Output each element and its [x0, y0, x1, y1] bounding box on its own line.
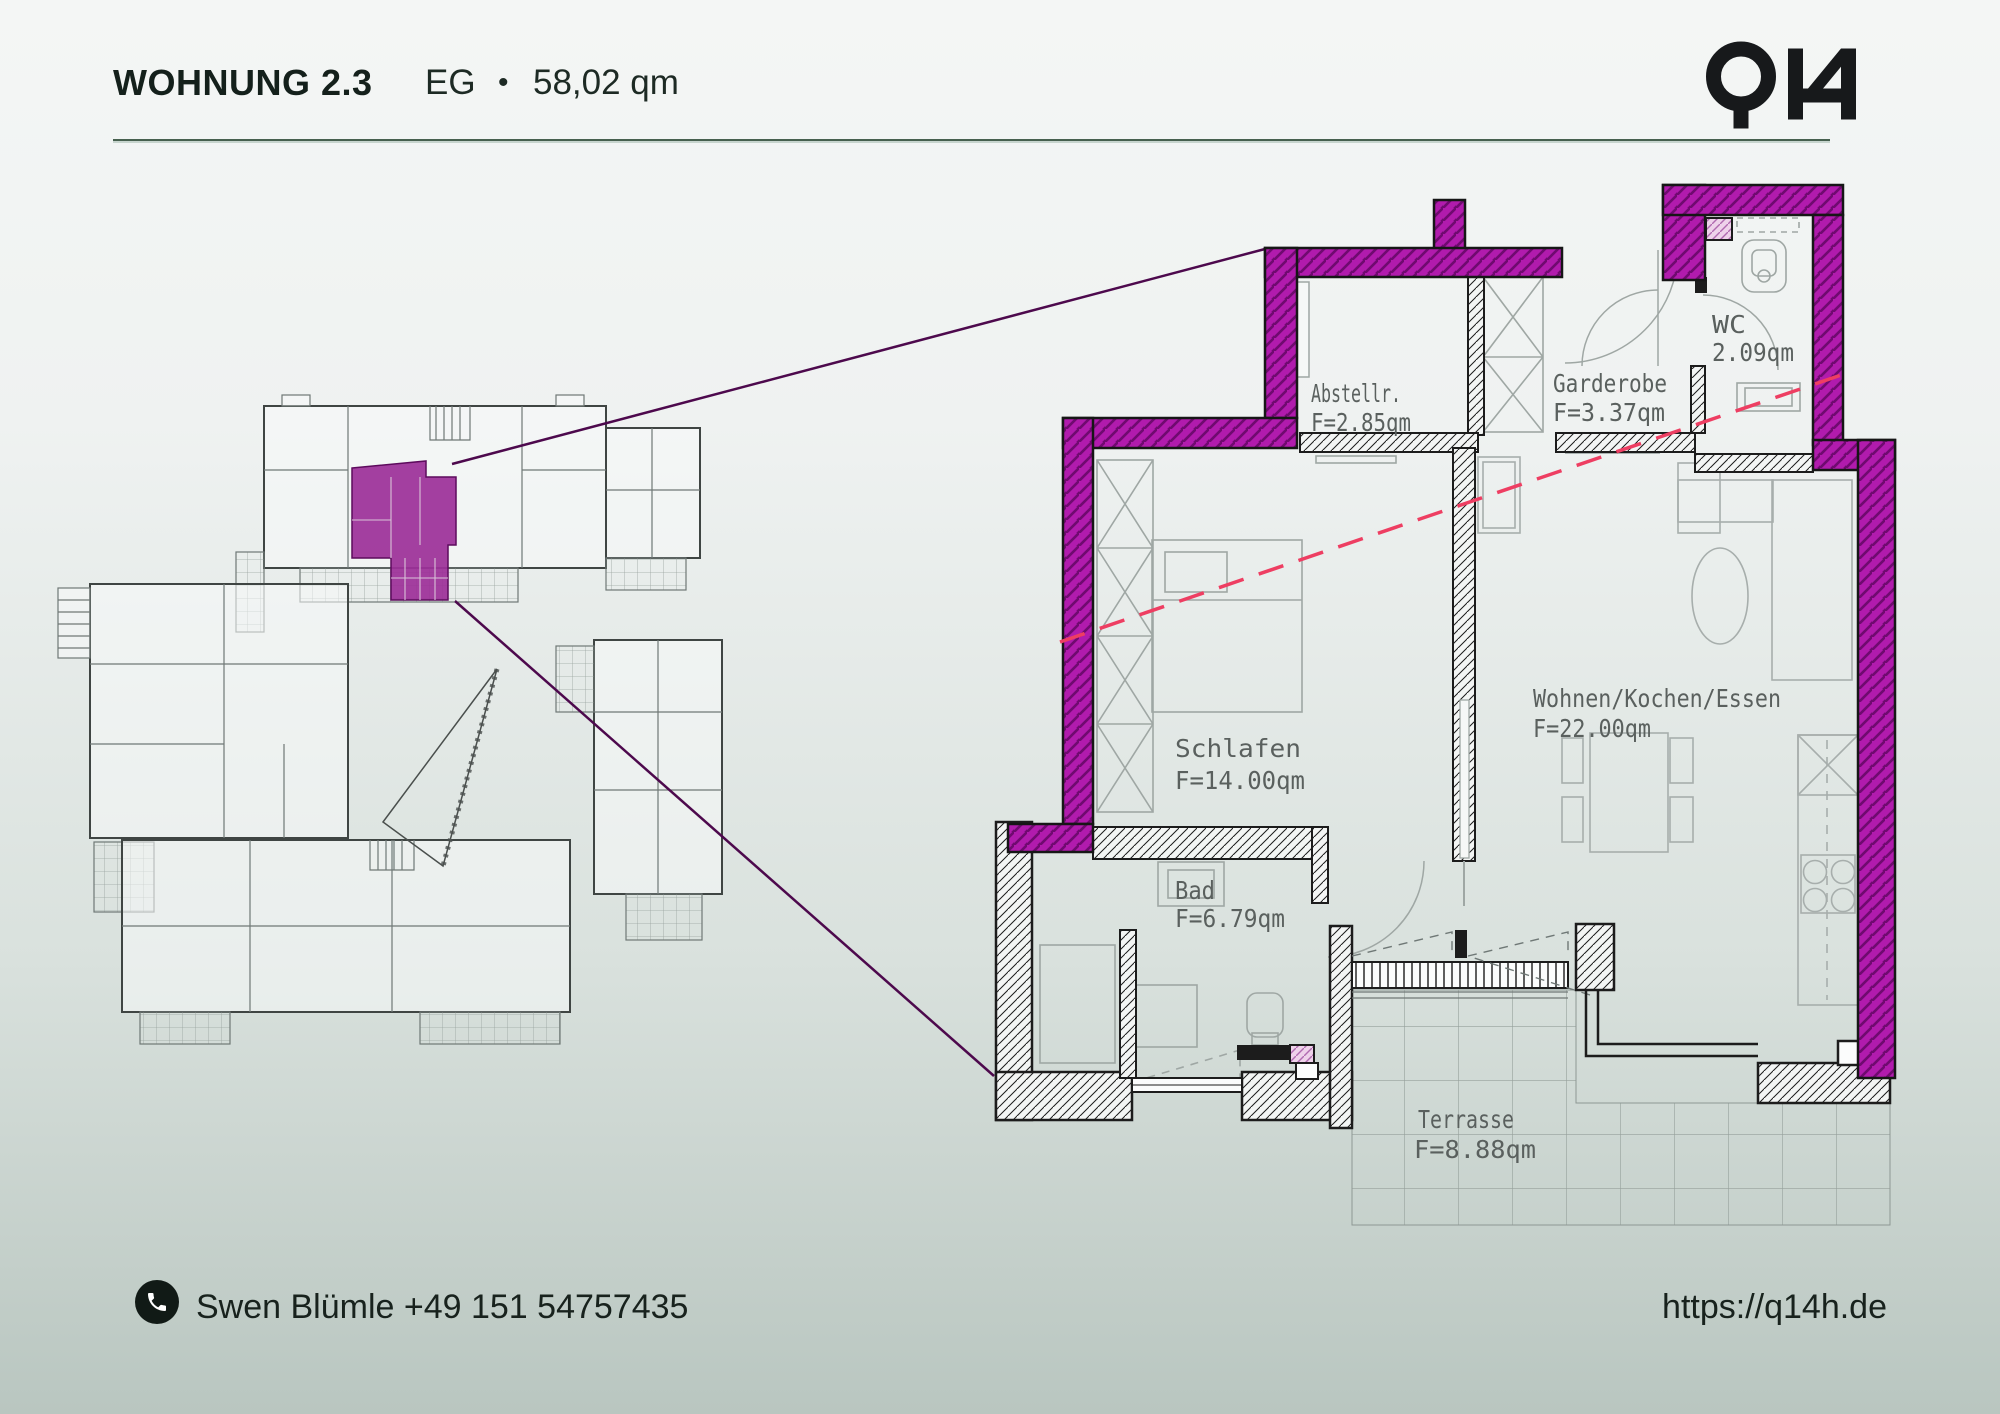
unit-plan: Abstellr. F=2.85qm Garderobe F=3.37qm WC…: [994, 183, 1897, 1226]
room-label-abstellraum: Abstellr.: [1311, 379, 1401, 408]
website-link[interactable]: https://q14h.de: [1662, 1288, 1887, 1326]
room-labels: Abstellr. F=2.85qm Garderobe F=3.37qm WC…: [1175, 310, 1794, 1164]
room-area-abstellraum: F=2.85qm: [1311, 408, 1411, 437]
exterior-walls-purple: [1006, 183, 1897, 1080]
room-area-wc: 2.09qm: [1712, 338, 1794, 367]
room-label-garderobe: Garderobe: [1553, 369, 1667, 398]
wc-fixtures: [1736, 217, 1801, 412]
room-label-terrasse: Terrasse: [1418, 1105, 1514, 1134]
interior-walls: [1092, 276, 1814, 1079]
room-area-garderobe: F=3.37qm: [1553, 398, 1665, 427]
section-line: [1059, 370, 1851, 644]
shaft-pink-wc: [1705, 217, 1733, 241]
room-area-schlafen: F=14.00qm: [1175, 766, 1305, 795]
zoom-connector-lines: [451, 247, 1266, 1077]
page-title: WOHNUNG 2.3: [113, 62, 373, 103]
floor-label: EG: [425, 63, 476, 102]
site-building-south: [121, 839, 571, 1045]
north-arrow-icon: [381, 668, 500, 868]
room-label-bad: Bad: [1175, 876, 1215, 905]
neighbour-walls: [994, 820, 1892, 1130]
wardrobe-icon: [1482, 276, 1544, 433]
room-area-terrasse: F=8.88qm: [1414, 1135, 1536, 1164]
site-highlighted-unit[interactable]: [351, 460, 457, 601]
shaft-pink-bad: [1289, 1044, 1315, 1064]
door-swings: [1327, 249, 1779, 958]
phone-icon: [135, 1280, 179, 1324]
site-plan: [57, 394, 723, 1045]
apartment-area-label: 58,02 qm: [533, 63, 679, 102]
contact-phone-link[interactable]: Swen Blümle +49 151 54757435: [196, 1288, 689, 1326]
q14-logo: [1706, 41, 1856, 129]
room-label-schlafen: Schlafen: [1175, 734, 1301, 763]
small-solid-walls: [1237, 277, 1707, 1060]
room-area-bad: F=6.79qm: [1175, 904, 1285, 933]
shaft-white-bad: [1295, 1062, 1319, 1080]
terrace-window-band: [1351, 931, 1758, 1058]
header-divider: [113, 139, 1830, 141]
bath-fixtures: [1039, 861, 1284, 1083]
room-label-wc: WC: [1712, 310, 1746, 339]
q14-logo-glyphs: [1706, 41, 1856, 129]
room-area-wohnen: F=22.00qm: [1533, 714, 1651, 743]
sliding-door-slot: [1459, 699, 1470, 859]
bullet-separator: •: [498, 66, 509, 99]
bedroom-furniture: [1096, 455, 1397, 813]
room-label-wohnen: Wohnen/Kochen/Essen: [1533, 684, 1781, 713]
site-building-middle: [555, 639, 723, 941]
